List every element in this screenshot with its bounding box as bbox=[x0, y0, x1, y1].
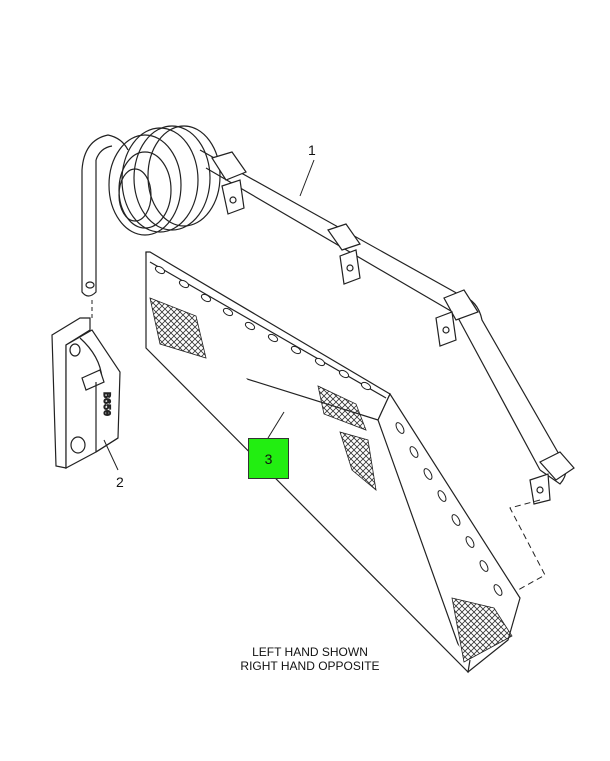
callout-part-1: 1 bbox=[308, 142, 316, 158]
clamp-2 bbox=[327, 223, 361, 285]
bracket-stamp: B650 bbox=[100, 392, 111, 416]
note-left-hand-shown: LEFT HAND SHOWN bbox=[252, 645, 368, 659]
clamp-1 bbox=[211, 151, 247, 215]
callout-part-2: 2 bbox=[116, 474, 124, 490]
bracket: B650 bbox=[51, 317, 121, 469]
clamp-4 bbox=[529, 451, 575, 505]
callout-part-3: 3 bbox=[264, 450, 273, 467]
leader-lines bbox=[103, 159, 315, 471]
clamp-3 bbox=[435, 289, 479, 347]
dashed-connection bbox=[509, 499, 546, 591]
tube-assembly bbox=[81, 125, 567, 485]
note-right-hand-opposite: RIGHT HAND OPPOSITE bbox=[240, 659, 380, 673]
callout-part-3-highlight[interactable]: 3 bbox=[248, 438, 289, 479]
plate-slots bbox=[154, 265, 503, 596]
hatched-pads bbox=[149, 297, 513, 663]
